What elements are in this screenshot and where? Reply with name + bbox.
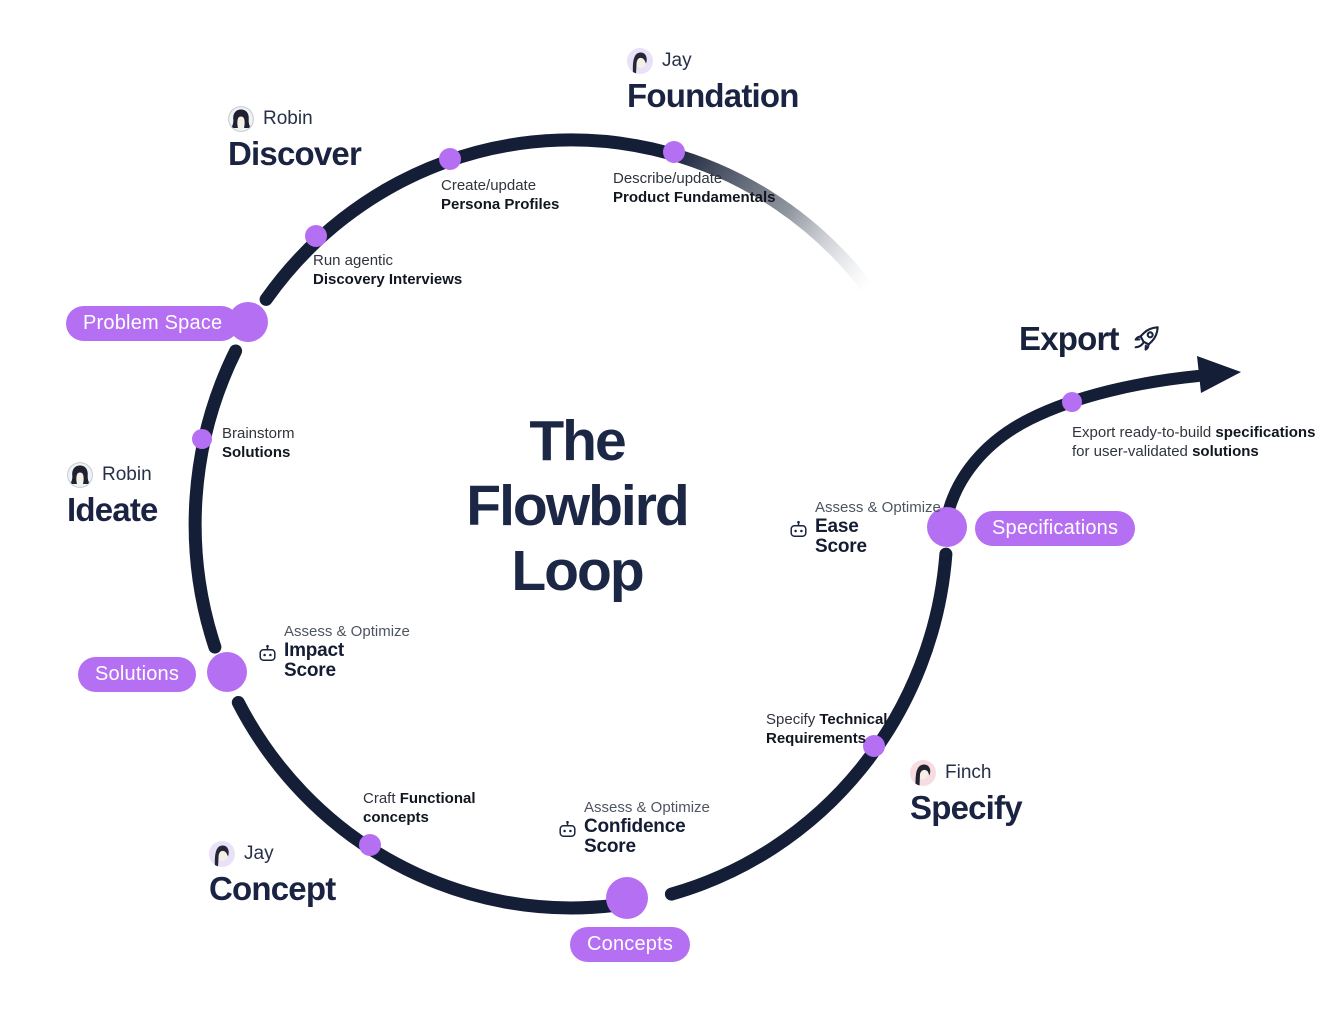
task-discovery-interviews: Run agentic Discovery Interviews <box>313 252 462 289</box>
agent-name: Robin <box>102 464 152 485</box>
robot-icon <box>259 644 276 661</box>
robot-icon <box>790 520 807 537</box>
stage-specify: Finch Specify <box>910 760 1023 827</box>
task-bold: Persona Profiles <box>441 195 560 213</box>
export-desc-prefix: Export ready-to-build <box>1072 424 1212 441</box>
task-product-fundamentals: Describe/update Product Fundamentals <box>613 170 776 207</box>
node-concepts <box>606 877 648 919</box>
task-functional-concepts: Craft Functional concepts <box>363 790 476 827</box>
robin-avatar-icon <box>228 106 254 132</box>
score-confidence: Assess & Optimize Confidence Score <box>557 799 710 857</box>
task-bold: Functional <box>399 790 476 807</box>
node-brainstorm-solutions <box>192 429 212 449</box>
badge-solutions: Solutions <box>78 657 197 692</box>
stage-foundation: Jay Foundation <box>627 48 799 115</box>
task-prefix: Brainstorm <box>222 425 295 442</box>
stage-title: Specify <box>910 789 1023 826</box>
export-arrow-curve <box>941 370 1204 523</box>
title-line-1: The <box>529 409 626 473</box>
task-prefix: Specify <box>766 711 816 728</box>
badge-specifications: Specifications <box>975 511 1136 546</box>
agent-name: Finch <box>945 762 992 783</box>
export-heading: Export <box>1019 320 1162 358</box>
task-bold: Solutions <box>222 443 291 461</box>
agent-name: Jay <box>244 843 274 864</box>
loop-arc-bottom-left <box>231 696 620 915</box>
export-desc-prefix: for user-validated <box>1072 442 1188 460</box>
score-word: Ease <box>815 516 859 537</box>
score-ease: Assess & Optimize Ease Score <box>788 499 941 557</box>
stage-concept: Jay Concept <box>209 841 336 908</box>
task-technical-requirements: Specify Technical Requirements <box>766 711 887 748</box>
node-problem-space <box>228 302 268 342</box>
robin-avatar-icon <box>67 462 93 488</box>
export-title: Export <box>1019 320 1120 357</box>
stage-title: Ideate <box>67 491 158 528</box>
score-impact: Assess & Optimize Impact Score <box>257 623 410 681</box>
stage-discover: Robin Discover <box>228 106 362 173</box>
agent-name: Jay <box>662 50 692 71</box>
assess-optimize-label: Assess & Optimize <box>815 499 941 516</box>
export-desc-bold: specifications <box>1215 424 1316 441</box>
loop-arc-fade <box>661 146 874 294</box>
badge-problem-space: Problem Space <box>66 306 240 341</box>
title-line-3: Loop <box>511 539 644 603</box>
task-bold: Requirements <box>766 729 867 747</box>
agent-name: Robin <box>263 108 313 129</box>
node-specifications <box>927 507 967 547</box>
task-prefix: Describe/update <box>613 170 723 187</box>
jay-avatar-icon <box>627 48 653 74</box>
title-line-2: Flowbird <box>466 474 689 538</box>
score-word: Score <box>815 536 867 557</box>
rocket-icon <box>1134 326 1159 351</box>
export-description: Export ready-to-build specifications for… <box>1072 424 1315 461</box>
export-desc-bold: solutions <box>1192 442 1259 460</box>
node-persona-profiles <box>439 148 461 170</box>
score-word: Score <box>584 836 636 857</box>
node-discovery-interviews <box>305 225 327 247</box>
task-bold: concepts <box>363 808 429 826</box>
stage-title: Foundation <box>627 77 799 114</box>
finch-avatar-icon <box>910 760 936 786</box>
assess-optimize-label: Assess & Optimize <box>584 799 710 816</box>
jay-avatar-icon <box>209 841 235 867</box>
node-product-fundamentals <box>663 141 685 163</box>
task-prefix: Craft <box>363 790 396 807</box>
loop-arc-bottom-right <box>664 547 953 901</box>
robot-icon <box>559 820 576 837</box>
task-bold: Product Fundamentals <box>613 188 776 206</box>
score-word: Score <box>284 660 336 681</box>
score-word: Confidence <box>584 816 686 837</box>
score-word: Impact <box>284 640 345 661</box>
task-brainstorm-solutions: Brainstorm Solutions <box>222 425 295 462</box>
stage-ideate: Robin Ideate <box>67 462 158 529</box>
task-bold: Discovery Interviews <box>313 270 463 288</box>
task-bold: Technical <box>819 711 888 728</box>
stage-title: Concept <box>209 870 336 907</box>
node-functional-concepts <box>359 834 381 856</box>
node-export <box>1062 392 1082 412</box>
badge-concepts: Concepts <box>570 927 691 962</box>
task-prefix: Create/update <box>441 177 537 194</box>
task-prefix: Run agentic <box>313 252 394 269</box>
task-persona-profiles: Create/update Persona Profiles <box>441 177 559 214</box>
assess-optimize-label: Assess & Optimize <box>284 623 410 640</box>
diagram-title: The Flowbird Loop <box>399 409 755 604</box>
node-solutions <box>207 652 247 692</box>
export-arrowhead <box>1197 356 1241 393</box>
stage-title: Discover <box>228 135 362 172</box>
loop-arc-left <box>188 344 243 654</box>
node-technical-requirements <box>863 735 885 757</box>
